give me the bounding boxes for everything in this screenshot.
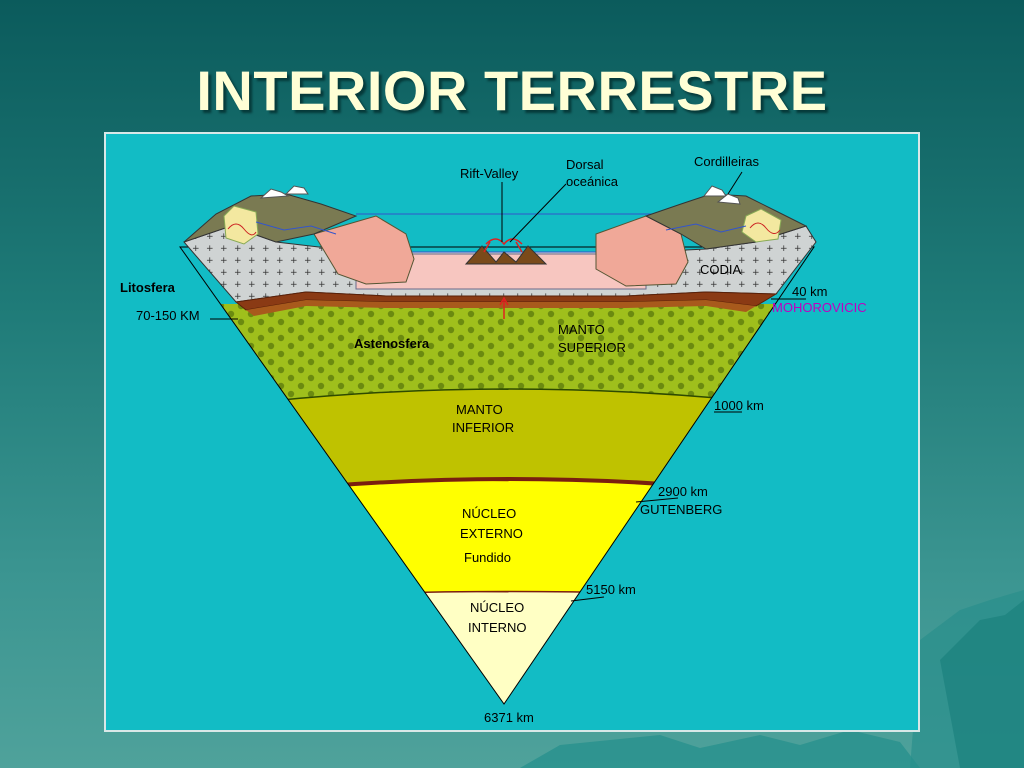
label-gutenberg: GUTENBERG	[640, 502, 722, 517]
label-5150km: 5150 km	[586, 582, 636, 597]
cone-outline	[179, 246, 815, 705]
leader-dorsal	[509, 183, 567, 243]
label-nucleo-interno-2: INTERNO	[468, 620, 527, 635]
label-nucleo-externo-1: NÚCLEO	[462, 506, 516, 521]
label-manto-inferior-1: MANTO	[456, 402, 503, 417]
label-6371km: 6371 km	[484, 710, 534, 725]
label-70-150km: 70-150 KM	[136, 308, 200, 323]
label-manto-superior-2: SUPERIOR	[558, 340, 626, 355]
label-manto-superior-1: MANTO	[558, 322, 605, 337]
page-title: INTERIOR TERRESTRE	[196, 59, 828, 122]
label-cordilleiras: Cordilleiras	[694, 154, 760, 169]
snow-cap-right-1	[702, 185, 727, 197]
label-codia: CODIA	[700, 262, 742, 277]
continental-slab-left	[313, 215, 415, 285]
crust-lower-band	[246, 300, 756, 316]
label-litosfera: Litosfera	[120, 280, 176, 295]
label-rift-valley: Rift-Valley	[460, 166, 519, 181]
label-mohorovicic: MOHOROVICIC	[772, 300, 867, 315]
snow-cap-left-1	[259, 188, 290, 199]
river-left	[255, 221, 337, 235]
magma-flow	[485, 238, 523, 246]
label-astenosfera: Astenosfera	[354, 336, 430, 351]
diagram-panel: +	[104, 132, 920, 732]
snow-cap-left-2	[284, 185, 309, 195]
label-manto-inferior-2: INFERIOR	[452, 420, 514, 435]
fold-line-left	[227, 223, 257, 236]
snow-cap-right-2	[716, 193, 741, 205]
leader-5150km	[570, 596, 605, 602]
leader-2900km	[635, 497, 679, 503]
upwelling-arrow-head	[499, 296, 509, 306]
earth-interior-diagram: +	[120, 154, 867, 725]
label-1000km: 1000 km	[714, 398, 764, 413]
fold-right	[741, 208, 782, 243]
label-nucleo-externo-2: EXTERNO	[460, 526, 523, 541]
label-2900km: 2900 km	[658, 484, 708, 499]
label-nucleo-externo-3: Fundido	[464, 550, 511, 565]
label-dorsal-2: oceánica	[566, 174, 619, 189]
river-right	[665, 223, 747, 233]
magma-arrows	[483, 241, 523, 253]
oceanic-ridge	[464, 245, 548, 265]
label-40km: 40 km	[792, 284, 827, 299]
label-nucleo-interno-1: NÚCLEO	[470, 600, 524, 615]
label-dorsal-1: Dorsal	[566, 157, 604, 172]
leader-cordilleiras	[727, 171, 743, 195]
fold-line-right	[749, 222, 781, 234]
